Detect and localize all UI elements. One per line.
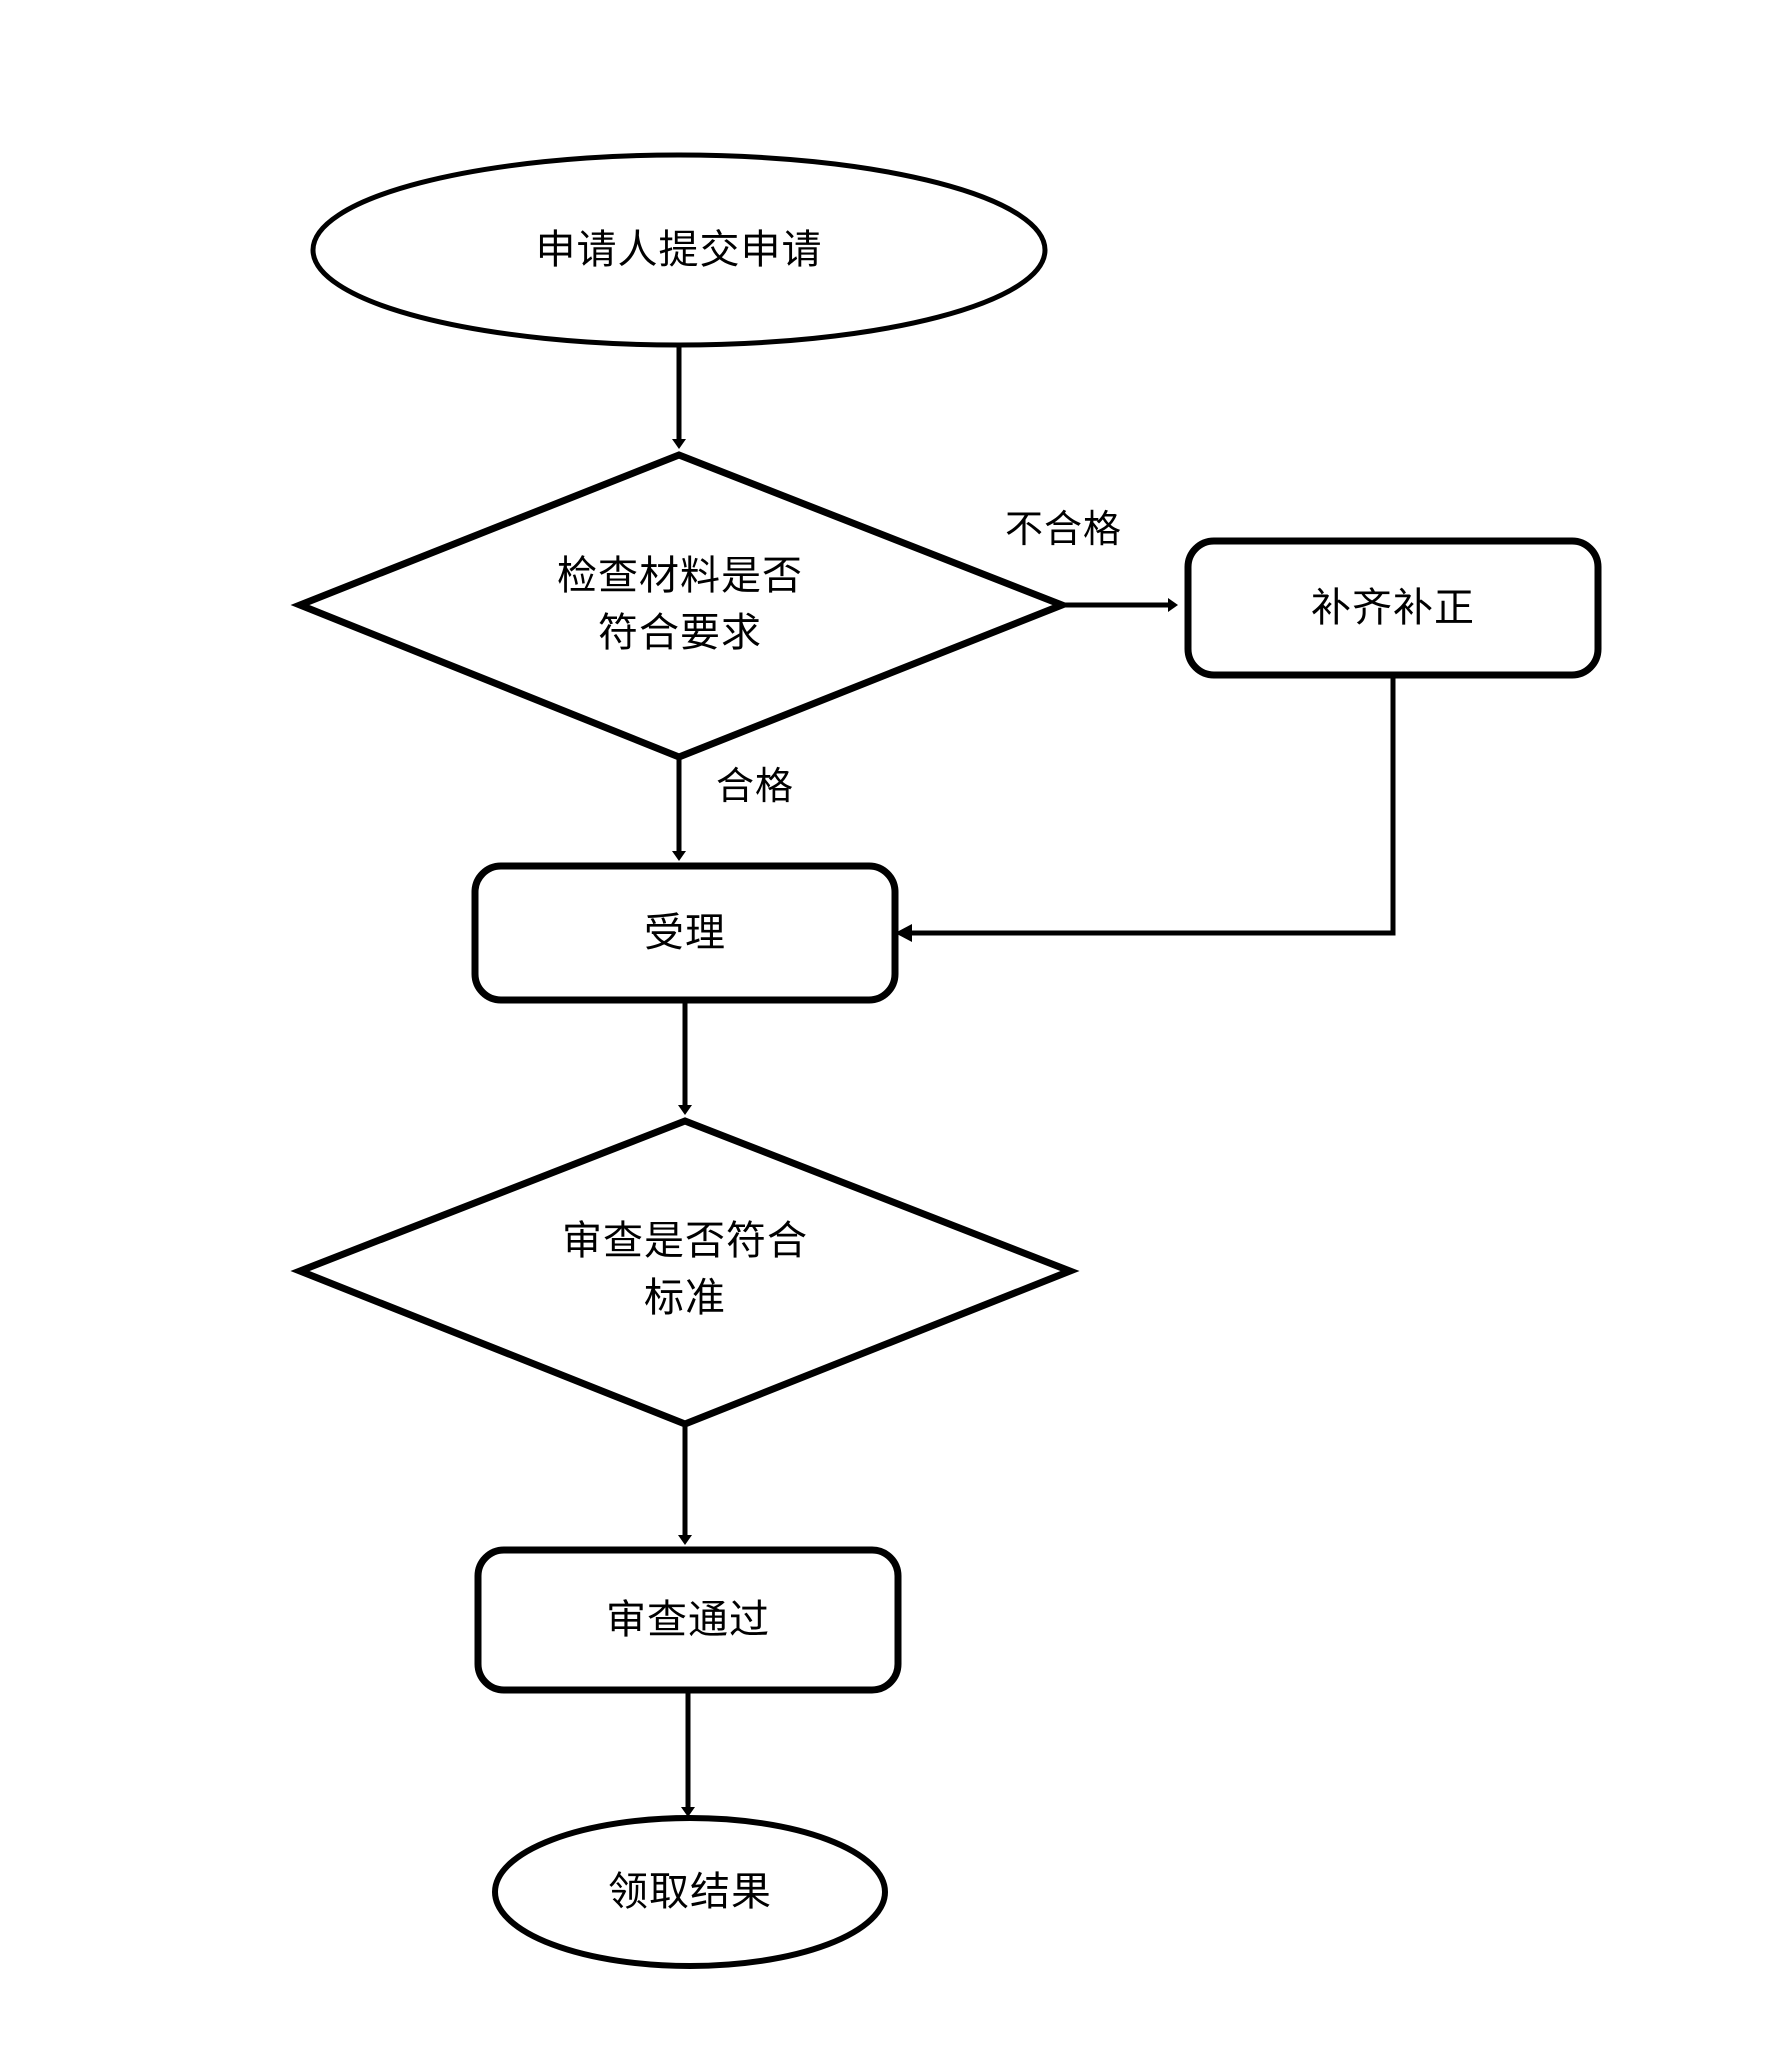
edge-label-qualified: 合格 [716,766,795,808]
edge-supplement-to-accept [910,675,1396,936]
node-check-materials-shape[interactable] [290,451,1072,761]
node-review-standard-shape[interactable] [290,1117,1080,1428]
node-start-shape[interactable] [310,152,1048,348]
node-supplement-shape[interactable] [1184,537,1602,679]
edge-supplement-to-accept-arrowhead [895,924,912,942]
node-accept-shape[interactable] [471,862,899,1004]
edge-label-unqualified: 不合格 [1005,509,1123,551]
node-collect-result-shape[interactable] [492,1815,888,1969]
node-review-passed-shape[interactable] [474,1546,902,1694]
